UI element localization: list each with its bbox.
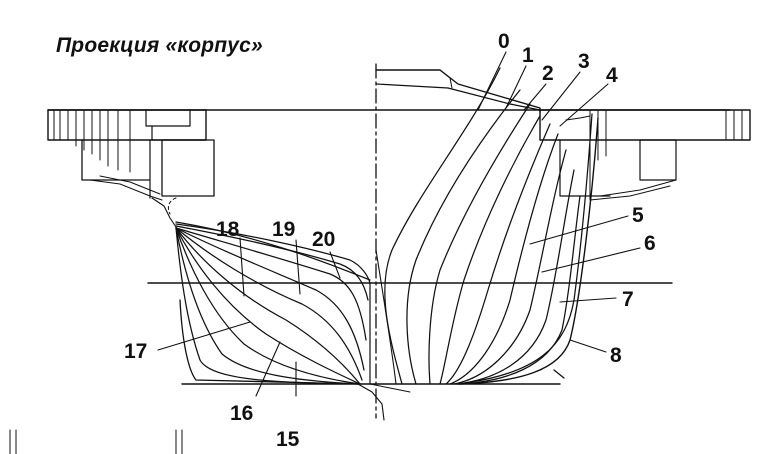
frame-label-6: 6 — [644, 232, 656, 255]
stern-frame-curve — [175, 225, 369, 301]
frame-label-7: 7 — [622, 288, 634, 311]
bow-frame-curve — [457, 113, 593, 385]
frame-label-8: 8 — [610, 344, 622, 367]
frame-label-5: 5 — [632, 204, 644, 227]
frame-label-1: 1 — [522, 44, 534, 67]
left-superstructure — [47, 109, 215, 231]
stern-frame-curve — [175, 227, 361, 385]
stern-frame-curves — [175, 221, 371, 385]
right-superstructure — [375, 69, 751, 201]
frame-label-3: 3 — [578, 50, 590, 73]
bow-frame-curve — [428, 103, 531, 385]
leader-line — [529, 215, 629, 245]
leader-line — [255, 341, 281, 397]
frame-label-2: 2 — [542, 62, 554, 85]
leader-line — [541, 71, 581, 121]
stern-frame-curve — [175, 227, 361, 385]
keel-details — [9, 369, 565, 454]
reference-lines — [47, 63, 731, 419]
bow-hull-outline — [459, 117, 599, 385]
bow-frame-curve — [406, 89, 521, 385]
stern-frame-curve — [175, 221, 371, 281]
bow-frame-curve — [384, 67, 501, 385]
bow-frame-curves — [375, 67, 599, 385]
leader-line — [559, 297, 617, 303]
bow-frame-curve — [445, 123, 551, 385]
frame-label-19: 19 — [272, 218, 295, 241]
leader-line — [505, 65, 527, 109]
leader-line — [477, 51, 507, 111]
stern-frame-curve — [175, 227, 363, 381]
left-side-box — [161, 139, 215, 197]
bow-frame-curve — [439, 115, 541, 385]
frame-label-16: 16 — [230, 402, 253, 425]
bow-frame-curve — [449, 133, 559, 385]
leader-line — [523, 83, 547, 111]
stern-frame-curve — [175, 227, 361, 385]
stem-curve — [375, 249, 397, 385]
stern-frame-curve — [175, 227, 361, 385]
right-deck-block — [539, 109, 751, 141]
right-side-box — [639, 139, 677, 181]
leader-line — [157, 321, 251, 351]
leader-line — [239, 237, 245, 297]
drawing-title: Проекция «корпус» — [56, 34, 263, 57]
frame-label-17: 17 — [124, 340, 147, 363]
label-leader-lines — [157, 51, 641, 397]
leader-line — [329, 251, 341, 279]
stern-frame-curve — [175, 227, 367, 341]
leader-line — [295, 239, 301, 295]
tick-mark-2 — [175, 429, 183, 454]
left-deck-block — [47, 109, 207, 141]
bow-frame-curve — [455, 169, 575, 385]
bow-frame-curve — [457, 195, 581, 385]
leader-line — [569, 339, 607, 353]
stern-hull-outline — [179, 299, 361, 385]
tick-mark-1 — [9, 429, 17, 454]
stern-frame-curve — [175, 227, 361, 385]
frame-label-4: 4 — [606, 64, 618, 87]
frame-label-20: 20 — [312, 228, 335, 251]
frame-label-15: 15 — [276, 428, 300, 451]
leader-line — [559, 83, 609, 127]
frame-label-0: 0 — [498, 30, 510, 53]
leader-line — [541, 247, 641, 273]
bow-frame-curve — [453, 149, 567, 385]
stern-frame-curve — [175, 227, 365, 371]
frame-label-18: 18 — [216, 218, 240, 241]
